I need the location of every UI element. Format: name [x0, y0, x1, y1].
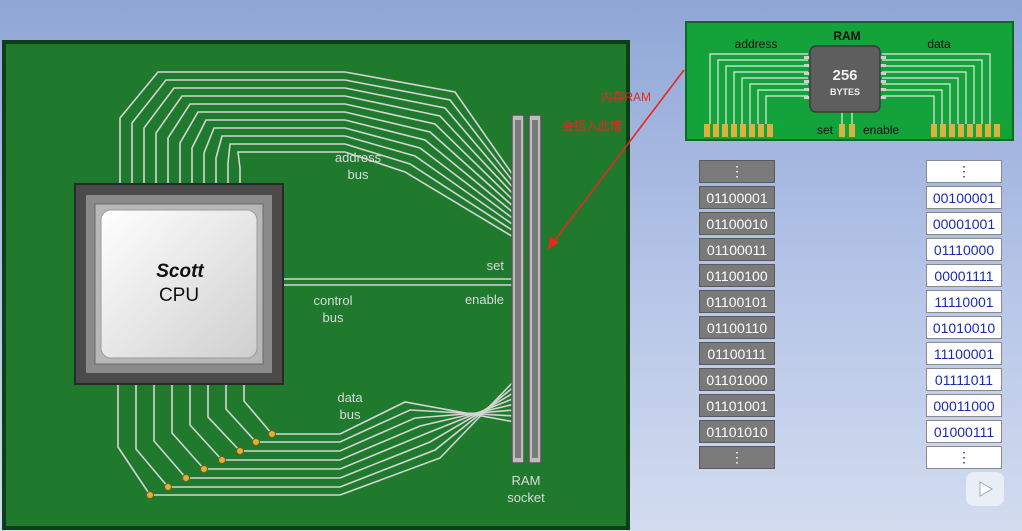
ram-address-label: address — [735, 37, 778, 51]
control-bus-traces — [282, 278, 515, 286]
data-column: ⋮ 00100001 00001001 01110000 00001111 11… — [926, 160, 1002, 472]
data-bus-label-2: bus — [340, 407, 361, 422]
set-label: set — [487, 258, 505, 273]
data-cell: 01110000 — [926, 238, 1002, 261]
annotation-line1: 内存RAM — [600, 90, 651, 104]
ram-size-unit: BYTES — [830, 87, 860, 97]
ram-module-contacts-right — [931, 124, 1000, 137]
address-cell: 01100111 — [699, 342, 775, 365]
ram-socket — [511, 114, 542, 464]
ram-socket-label-2: socket — [507, 490, 545, 505]
play-icon — [979, 481, 993, 497]
ram-enable-label: enable — [863, 123, 899, 137]
annotation-arrowhead — [548, 236, 559, 250]
data-bus-vias — [146, 430, 276, 499]
address-cell: ⋮ — [699, 446, 775, 469]
data-cell: 00001001 — [926, 212, 1002, 235]
control-bus-label-1: control — [313, 293, 352, 308]
data-cell: 00100001 — [926, 186, 1002, 209]
address-cell: 01101000 — [699, 368, 775, 391]
ram-title: RAM — [833, 29, 860, 43]
address-cell: 01100001 — [699, 186, 775, 209]
annotation-line2: 会插入此槽 — [562, 119, 622, 133]
address-cell: 01101001 — [699, 394, 775, 417]
address-cell: 01100011 — [699, 238, 775, 261]
enable-label: enable — [465, 292, 504, 307]
address-cell: 01100100 — [699, 264, 775, 287]
data-cell: 11100001 — [926, 342, 1002, 365]
control-bus-label-2: bus — [323, 310, 344, 325]
annotation: 内存RAM 会插入此槽 — [548, 69, 685, 250]
ram-set-label: set — [817, 123, 834, 137]
data-cell: 01000111 — [926, 420, 1002, 443]
ram-chip: 256 BYTES — [804, 45, 886, 113]
data-cell: 00001111 — [926, 264, 1002, 287]
address-cell: 01100010 — [699, 212, 775, 235]
play-button[interactable] — [966, 472, 1004, 506]
address-cell: 01100101 — [699, 290, 775, 313]
ram-socket-label-1: RAM — [512, 473, 541, 488]
address-cell: 01101010 — [699, 420, 775, 443]
data-bus-traces — [117, 379, 516, 496]
address-column: ⋮ 01100001 01100010 01100011 01100100 01… — [699, 160, 775, 472]
address-bus-label-2: bus — [348, 167, 369, 182]
address-cell: ⋮ — [699, 160, 775, 183]
motherboard: Scott CPU address bus control bus data b… — [2, 40, 630, 530]
cpu-name: Scott — [156, 261, 204, 282]
address-bus-traces — [119, 71, 516, 239]
address-bus-label-1: address — [335, 150, 382, 165]
ram-module: 256 BYTES RAM address data set enable — [685, 21, 1014, 141]
data-cell: ⋮ — [926, 160, 1002, 183]
data-bus-label-1: data — [337, 390, 363, 405]
ram-size-value: 256 — [832, 67, 857, 84]
data-cell: 01010010 — [926, 316, 1002, 339]
ram-module-traces — [709, 53, 991, 124]
cpu-chip: Scott CPU — [74, 183, 284, 385]
data-cell: 01111011 — [926, 368, 1002, 391]
data-cell: 00011000 — [926, 394, 1002, 417]
data-cell: ⋮ — [926, 446, 1002, 469]
ram-module-contacts-left — [704, 124, 773, 137]
ram-module-contacts-mid — [839, 124, 855, 137]
address-cell: 01100110 — [699, 316, 775, 339]
annotation-arrow — [551, 69, 685, 245]
cpu-label: CPU — [159, 285, 199, 306]
data-cell: 11110001 — [926, 290, 1002, 313]
ram-data-label: data — [927, 37, 951, 51]
